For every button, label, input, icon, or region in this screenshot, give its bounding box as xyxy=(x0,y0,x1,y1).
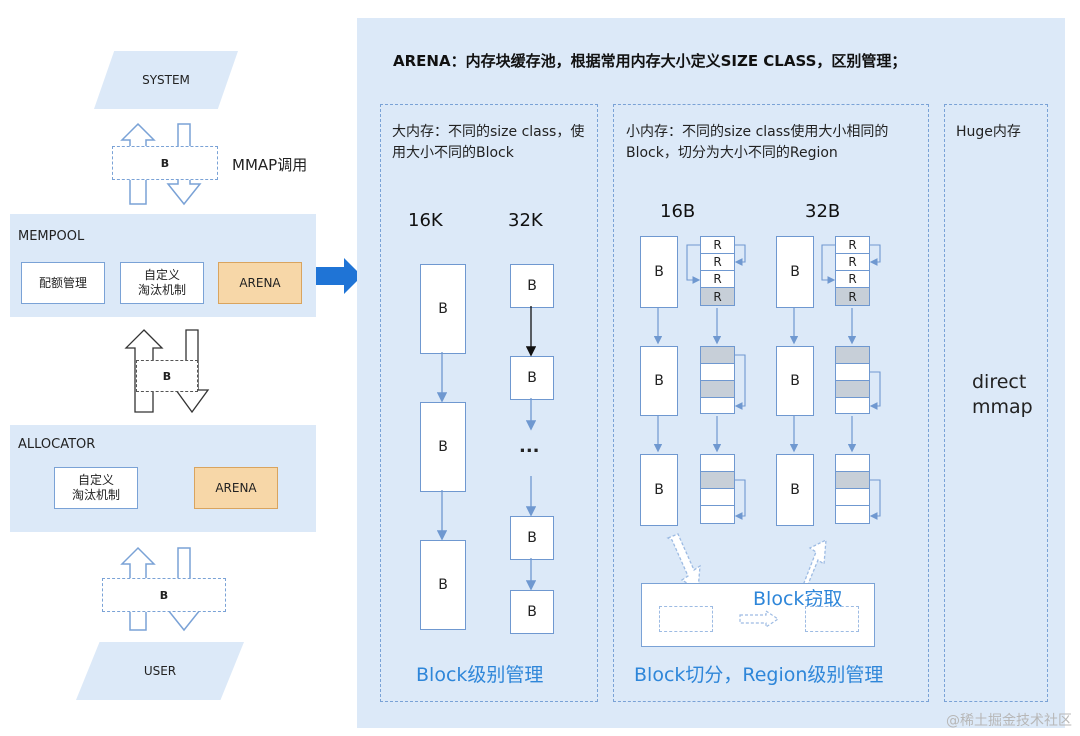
small-size-16b: 16B xyxy=(660,201,696,222)
large-32k-block-1: B xyxy=(510,264,554,308)
small-16b-block-3: B xyxy=(640,454,678,526)
mempool-title: MEMPOOL xyxy=(18,229,85,244)
allocator-evict-label: 自定义 淘汰机制 xyxy=(71,473,120,502)
system-b-box: B xyxy=(112,146,218,180)
allocator-arena-box: ARENA xyxy=(194,467,278,509)
region-cell xyxy=(835,397,870,414)
region-cell: R xyxy=(835,253,870,271)
allocator-b-box: B xyxy=(136,360,198,392)
large-size-16k: 16K xyxy=(408,210,443,231)
small-memory-column xyxy=(613,104,929,702)
region-cell xyxy=(700,397,735,414)
user-label: USER xyxy=(143,664,177,678)
region-cell: R xyxy=(835,270,870,288)
steal-source-box xyxy=(659,606,713,632)
region-cell-used: R xyxy=(835,287,870,306)
region-cell-used: R xyxy=(700,287,735,306)
huge-memory-column xyxy=(944,104,1048,702)
small-16b-block-1: B xyxy=(640,236,678,308)
mmap-call-label: MMAP调用 xyxy=(232,156,308,174)
huge-memory-body: direct mmap xyxy=(972,371,1033,418)
mempool-arena-box: ARENA xyxy=(218,262,302,304)
region-cell xyxy=(700,505,735,524)
block-steal-box xyxy=(641,583,875,647)
quota-box: 配额管理 xyxy=(21,262,105,304)
large-memory-column xyxy=(380,104,598,702)
b-label: B xyxy=(159,588,169,602)
small-16b-block-2: B xyxy=(640,346,678,416)
small-memory-desc: 小内存：不同的size class使用大小相同的Block，切分为大小不同的Re… xyxy=(626,124,889,161)
b-label: B xyxy=(162,369,172,383)
b-label: B xyxy=(160,156,170,170)
quota-label: 配额管理 xyxy=(38,275,87,290)
allocator-title: ALLOCATOR xyxy=(18,437,96,452)
large-32k-block-2: B xyxy=(510,356,554,400)
steal-target-box xyxy=(805,606,859,632)
huge-memory-title: Huge内存 xyxy=(956,124,1021,140)
large-16k-block-2: B xyxy=(420,402,466,492)
system-label: SYSTEM xyxy=(142,73,190,87)
small-arrows xyxy=(653,244,881,520)
small-32b-block-1: B xyxy=(776,236,814,308)
mempool-evict-box: 自定义 淘汰机制 xyxy=(120,262,204,304)
large-memory-desc: 大内存：不同的size class，使用大小不同的Block xyxy=(392,124,585,161)
large-16k-block-1: B xyxy=(420,264,466,354)
down-right-arrow-icon xyxy=(666,533,701,592)
arena-title: ARENA：内存块缓存池，根据常用内存大小定义SIZE CLASS，区别管理； xyxy=(393,52,907,70)
up-right-arrow-icon xyxy=(791,538,827,594)
steal-move-arrow-icon xyxy=(739,610,780,628)
large-arrows xyxy=(436,306,537,591)
watermark: @稀土掘金技术社区 xyxy=(946,713,1072,729)
large-size-32k: 32K xyxy=(508,210,543,231)
small-footer: Block切分，Region级别管理 xyxy=(634,664,884,686)
large-ellipsis: ... xyxy=(519,436,540,457)
user-b-box: B xyxy=(102,578,226,612)
mempool-evict-label: 自定义 淘汰机制 xyxy=(137,268,186,297)
mempool-arena-label: ARENA xyxy=(239,276,281,290)
user-parallelogram: USER xyxy=(76,642,244,700)
large-32k-block-3: B xyxy=(510,516,554,560)
small-32b-block-3: B xyxy=(776,454,814,526)
small-size-32b: 32B xyxy=(805,201,841,222)
block-steal-label: Block窃取 xyxy=(753,588,843,610)
allocator-evict-box: 自定义 淘汰机制 xyxy=(54,467,138,509)
region-cell xyxy=(835,505,870,524)
small-32b-block-2: B xyxy=(776,346,814,416)
allocator-arena-label: ARENA xyxy=(215,481,257,495)
big-right-arrow-icon xyxy=(316,258,362,294)
large-footer: Block级别管理 xyxy=(416,664,544,686)
system-parallelogram: SYSTEM xyxy=(94,51,238,109)
